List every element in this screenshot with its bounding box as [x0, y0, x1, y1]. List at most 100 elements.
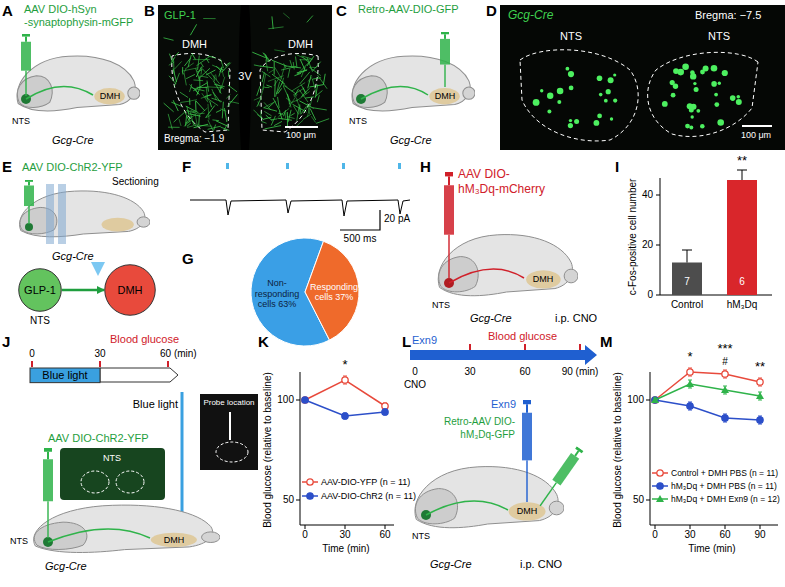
glp1-fiber	[175, 52, 179, 56]
data-marker	[652, 397, 658, 403]
figure-label: NTS	[708, 30, 730, 43]
glp1-fiber	[278, 88, 282, 94]
legend-row: Control + DMH PBS (n = 11)	[652, 468, 778, 478]
glp1-fiber	[196, 101, 205, 111]
figure-label: 60 (min)	[160, 348, 197, 360]
data-line	[655, 400, 760, 420]
figure-label: 40	[642, 189, 653, 201]
brain-schematic	[24, 180, 34, 224]
glp1-fiber	[281, 66, 296, 70]
glp1-fiber	[283, 13, 289, 18]
glp1-fiber	[254, 65, 261, 66]
data-marker	[657, 483, 663, 489]
brain-schematic	[536, 446, 584, 509]
gcg-neuron	[574, 119, 579, 124]
glp1-fiber	[205, 105, 214, 117]
timeline	[410, 344, 597, 365]
brain-schematic	[415, 467, 564, 528]
glp1-fiber	[287, 94, 291, 108]
figure-label: hM₃Dq-GFP	[460, 429, 515, 441]
figure-label: DMH	[435, 91, 456, 101]
gcg-neuron	[736, 99, 742, 105]
gcg-cells	[533, 64, 742, 130]
panel-letter: G	[182, 250, 194, 267]
microscopy-image	[260, 54, 318, 132]
figure-label: 100	[627, 394, 644, 406]
glp1-fiber	[290, 113, 295, 116]
gcg-neuron	[604, 99, 608, 103]
glp1-fiber	[316, 119, 329, 124]
microscopy-image	[239, 5, 252, 150]
glp1-fiber	[216, 110, 221, 112]
gcg-neuron	[662, 101, 668, 107]
glp1-fiber	[226, 94, 230, 98]
figure-label: DMH	[517, 506, 538, 516]
probe-image	[216, 442, 248, 462]
chart-axes	[296, 372, 394, 529]
glp1-fiber	[188, 115, 195, 120]
figure-label: GLP-1	[164, 9, 196, 22]
glp1-fiber	[299, 59, 310, 60]
glp1-fiber	[307, 16, 313, 23]
glp1-fiber	[274, 80, 276, 97]
glp1-fiber	[195, 114, 197, 125]
figure-label: **	[755, 360, 765, 375]
gcg-neuron	[566, 67, 570, 71]
timeline	[100, 368, 178, 382]
brain-schematic	[449, 269, 524, 283]
brain-schematic	[426, 501, 508, 515]
glp1-fiber	[293, 62, 295, 69]
panel-letter: E	[2, 158, 12, 175]
figure-label: Blood glucose (relative to baseline)	[612, 372, 624, 528]
legend-sample	[652, 481, 668, 491]
brain-schematic	[17, 56, 140, 111]
data-marker	[302, 397, 308, 403]
data-marker	[651, 396, 659, 403]
figure-label: 500 ms	[344, 233, 377, 245]
brain-schematic	[352, 32, 475, 111]
glp1-fiber	[275, 67, 282, 78]
brain-schematic	[440, 32, 450, 87]
glp1-fiber	[207, 81, 209, 92]
figure-label: AAV DIO-ChR2-YFP	[48, 432, 149, 445]
glp1-fiber	[294, 73, 300, 75]
glp1-fiber	[305, 97, 314, 98]
probe-image	[200, 394, 258, 470]
figure-label: ***	[717, 342, 732, 357]
current-trace	[342, 163, 345, 169]
panel-letter: B	[144, 2, 155, 19]
gcg-neuron	[722, 71, 726, 75]
glp1-fiber	[200, 108, 208, 115]
brain-schematic	[415, 400, 584, 528]
glp1-fiber	[200, 76, 208, 78]
glp1-fiber	[198, 115, 200, 125]
brain-schematic	[438, 172, 578, 296]
gcg-neuron	[599, 93, 603, 97]
glp1-fiber	[282, 78, 284, 85]
data-marker	[657, 470, 663, 476]
glp1-fiber	[216, 121, 228, 126]
glp1-fiber	[297, 70, 307, 74]
figure-label: 3V	[238, 70, 251, 83]
brain-schematic	[43, 448, 53, 538]
gcg-neuron	[722, 70, 728, 76]
data-marker	[722, 415, 728, 421]
glp1-fiber	[296, 92, 309, 102]
neuron-circle: DMH	[104, 264, 156, 316]
microscopy-image	[500, 5, 785, 150]
data-marker	[687, 403, 693, 409]
legend-text: hM₃Dq + DMH Exn9 (n = 12)	[671, 494, 780, 504]
figure-label: #	[722, 356, 728, 368]
gcg-neuron	[597, 76, 603, 82]
figure-label: Blood glucose	[488, 330, 557, 343]
glp1-fiber	[186, 121, 191, 125]
glp1-fiber	[254, 97, 261, 100]
glp1-fiber	[227, 94, 237, 106]
figure-label: Blood glucose (relative to baseline)	[262, 372, 274, 528]
gcg-neuron	[682, 64, 689, 71]
glp1-fiber	[271, 118, 277, 120]
gcg-neuron	[694, 87, 699, 92]
glp1-fiber	[288, 69, 290, 78]
glp1-fiber	[274, 121, 282, 125]
data-marker	[756, 392, 764, 399]
